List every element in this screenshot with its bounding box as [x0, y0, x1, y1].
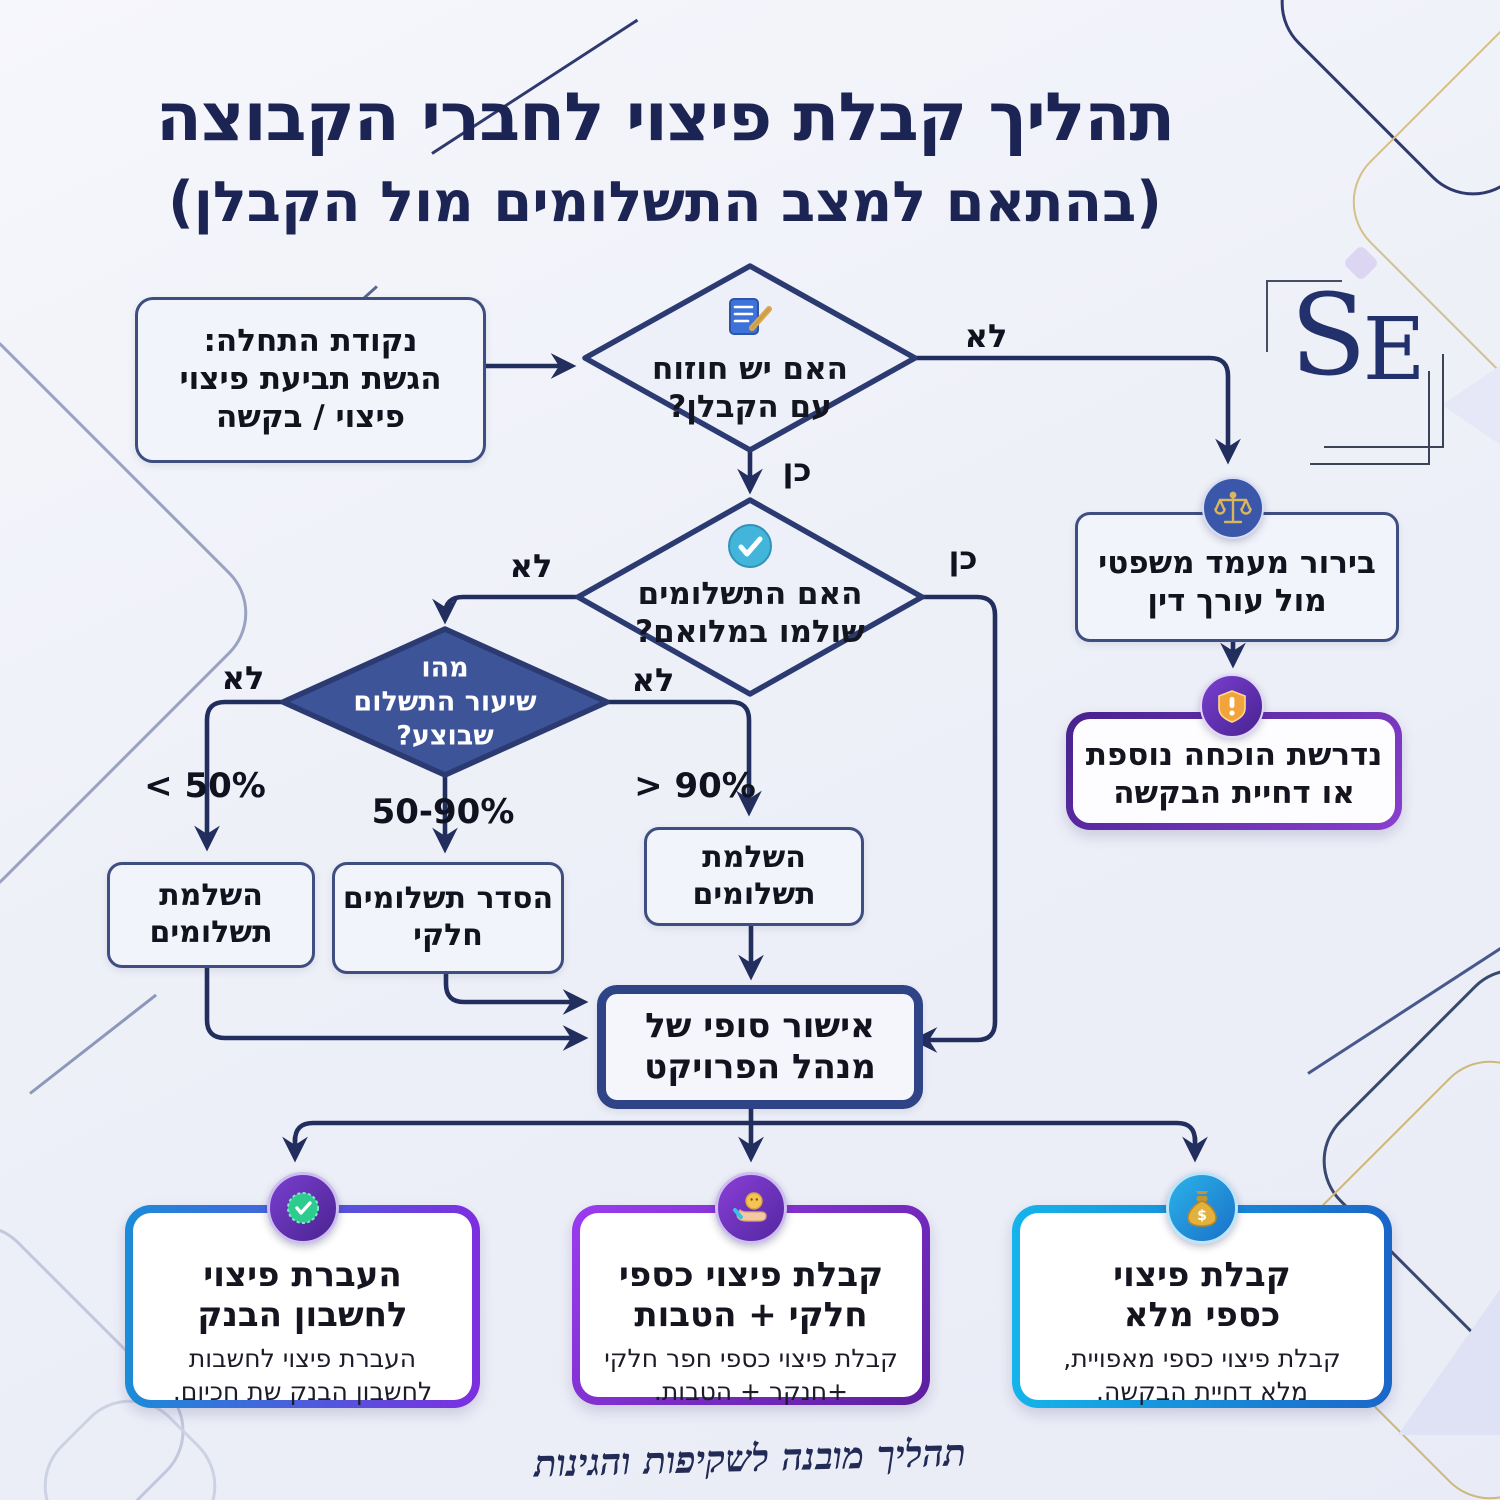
start-line-3: פיצוי / בקשה — [216, 398, 405, 435]
full-card-title: קבלת פיצוי כספי מלא — [1113, 1255, 1291, 1335]
transfer-title: העברת פיצוי לחשבון הבנק — [197, 1255, 407, 1335]
node-complete-payments-left: השלמת תשלומים — [107, 862, 315, 968]
full-sub-2: מלא דחיית הבקשה. — [1096, 1376, 1308, 1406]
transfer-sub-2: לחשבון הבנק שת חכיום. — [172, 1376, 433, 1406]
full-card-subtitle: קבלת פיצוי כספי מאפויית, מלא דחיית הבקשה… — [1063, 1343, 1340, 1408]
complete-right-line-2: תשלומים — [692, 876, 816, 912]
brand-logo: S E — [1262, 268, 1487, 483]
label-lt-50: < 50% — [144, 766, 266, 806]
legal-line-1: בירור מעמד משפטי — [1098, 545, 1376, 582]
legal-line-2: מול עורך דין — [1147, 583, 1327, 619]
footer-caption: תהליך מובנה לשקיפות והגינות — [533, 1430, 967, 1486]
node-final-approval: אישור סופי של מנהל הפרויקט — [597, 985, 923, 1109]
decision-rate-line-2: שיעור התשלום — [353, 686, 537, 718]
partial-title-2: חלקי + הטבות — [634, 1295, 868, 1336]
node-legal-check: בירור מעמד משפטי מול עורך דין — [1075, 512, 1399, 642]
node-start: נקודת התחלה: הגשת תביעת פיצוי פיצוי / בק… — [135, 297, 486, 463]
full-sub-1: קבלת פיצוי כספי מאפויית, — [1063, 1344, 1341, 1374]
card-partial-compensation: קבלת פיצוי כספי חלקי + הטבות קבלת פיצוי … — [572, 1172, 930, 1408]
edge-paid-yes — [911, 594, 998, 1053]
decision-paid-text: האם התשלומים שולמו במלואם? — [635, 576, 865, 652]
proof-line-2: או דחיית הבקשה — [1113, 775, 1355, 811]
decision-contract-line-1: האם יש חוזוח — [652, 351, 848, 388]
decision-paid-line-2: שולמו במלואם? — [635, 614, 865, 650]
full-title-2: כספי מלא — [1123, 1295, 1281, 1336]
partial-sub-1: קבלת פיצוי כספי חפר חלקי — [604, 1344, 898, 1374]
decision-rate-line-3: שבוצע? — [396, 719, 494, 751]
decision-rate-text: מהו שיעור התשלום שבוצע? — [353, 651, 536, 752]
node-complete-payments-right: השלמת תשלומים — [644, 827, 864, 926]
title-line-2: (בהתאם למצב התשלומים מול הקבלן) — [168, 170, 1162, 235]
logo-letter-s: S — [1290, 271, 1367, 401]
logo-bracket-top-left — [1266, 280, 1342, 352]
complete-right-line-1: השלמת — [702, 839, 806, 875]
label-no-paid: לא — [509, 547, 553, 585]
edge-left-to-final — [204, 961, 589, 1051]
complete-left-line-2: תשלומים — [149, 915, 273, 950]
card-transfer-to-bank: העברת פיצוי לחשבון הבנק העברת פיצוי לחשב… — [125, 1172, 480, 1408]
scales-icon — [1202, 477, 1264, 539]
page-title: תהליך קבלת פיצוי לחברי הקבוצה (בהתאם למצ… — [40, 78, 1290, 235]
proof-line-1: נדרשת הוכחה נוספת — [1085, 737, 1383, 774]
transfer-sub-1: העברת פיצוי לחשבות — [188, 1344, 417, 1374]
partial-line-2: חלקי — [413, 918, 483, 953]
partial-sub-2: +חנקר + הטבות. — [653, 1376, 849, 1406]
transfer-subtitle: העברת פיצוי לחשבות לחשבון הבנק שת חכיום. — [173, 1343, 432, 1408]
label-gt-90: > 90% — [634, 766, 756, 806]
shield-alert-icon — [1200, 674, 1264, 738]
verified-badge-icon — [266, 1172, 339, 1244]
decision-paid-line-1: האם התשלומים — [637, 576, 863, 613]
decorative-line — [29, 993, 158, 1095]
partial-line-1: הסדר תשלומים — [342, 881, 554, 917]
check-circle-icon — [727, 523, 773, 569]
label-yes-paid: כן — [948, 539, 978, 577]
svg-text:$: $ — [1197, 1208, 1207, 1224]
transfer-title-2: לחשבון הבנק — [197, 1295, 408, 1336]
start-line-2: הגשת תביעת פיצוי — [179, 361, 442, 398]
decision-rate-line-1: מהו — [421, 652, 469, 684]
label-no-rate-left: לא — [221, 659, 265, 697]
logo-letter-e: E — [1362, 300, 1426, 400]
complete-left-line-1: השלמת — [159, 878, 263, 914]
hand-holding-person-icon — [715, 1172, 787, 1244]
label-yes-contract: כן — [782, 451, 812, 489]
transfer-title-1: העברת פיצוי — [203, 1255, 402, 1295]
label-no-contract: לא — [964, 317, 1008, 355]
decision-contract-text: האם יש חוזוח עם הקבלן? — [652, 351, 848, 427]
final-line-2: מנהל הפרויקט — [644, 1047, 876, 1087]
logo-bracket-bottom-right-inner — [1310, 371, 1430, 465]
decision-contract-line-2: עם הקבלן? — [668, 389, 832, 425]
money-bag-icon: $ — [1166, 1172, 1238, 1244]
label-no-rate-right: לא — [631, 661, 675, 699]
logo-bracket-bottom-right — [1324, 354, 1444, 448]
final-line-1: אישור סופי של — [645, 1005, 875, 1046]
card-full-compensation: $ קבלת פיצוי כספי מלא קבלת פיצוי כספי מא… — [1012, 1172, 1392, 1408]
node-partial-arrangement: הסדר תשלומים חלקי — [332, 862, 564, 974]
partial-title-1: קבלת פיצוי כספי — [618, 1255, 884, 1295]
title-line-1: תהליך קבלת פיצוי לחברי הקבוצה — [155, 78, 1175, 156]
label-50-90: 50-90% — [371, 792, 515, 832]
edge-contract-no — [912, 355, 1241, 465]
partial-card-title: קבלת פיצוי כספי חלקי + הטבות — [619, 1255, 883, 1335]
partial-card-subtitle: קבלת פיצוי כספי חפר חלקי +חנקר + הטבות. — [604, 1343, 898, 1408]
memo-icon — [725, 293, 775, 339]
edge-mid-to-final — [443, 967, 589, 1015]
edge-split-bar — [292, 1120, 1198, 1144]
logo-text: S E — [1290, 271, 1426, 401]
edge-paid-no — [432, 594, 581, 625]
start-line-1: נקודת התחלה: — [203, 323, 418, 360]
full-title-1: קבלת פיצוי — [1113, 1255, 1291, 1295]
